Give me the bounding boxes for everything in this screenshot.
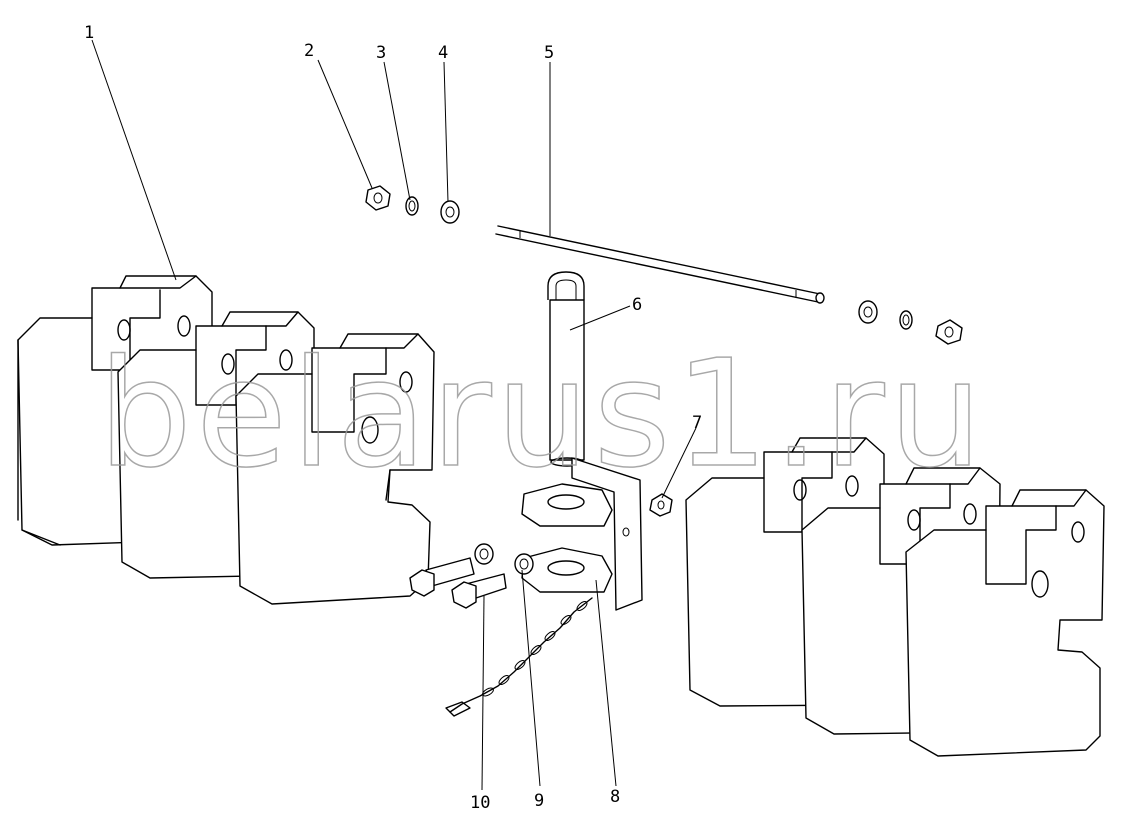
hex-nut-top — [365, 185, 391, 211]
callout-8: 8 — [610, 787, 620, 807]
leader-2 — [317, 59, 373, 189]
callout-7: 7 — [692, 413, 702, 433]
callout-2: 2 — [304, 41, 314, 61]
leader-10 — [481, 595, 485, 791]
hitch-pin — [547, 271, 585, 467]
callout-1: 1 — [84, 23, 94, 43]
drawbar-bracket — [521, 457, 643, 611]
washer-center — [514, 553, 534, 575]
long-rod — [495, 225, 825, 304]
flat-washer-top — [440, 200, 460, 224]
bolt-lower — [451, 573, 507, 609]
left-weight-stack — [17, 275, 435, 605]
callout-4: 4 — [438, 43, 448, 63]
hex-nut-right — [935, 319, 963, 345]
leader-8 — [595, 579, 617, 787]
leader-7 — [661, 427, 697, 499]
callout-labels: 1 2 3 4 5 6 7 8 9 10 — [84, 23, 702, 813]
weight-plate-right-front — [905, 489, 1105, 757]
leader-lines — [91, 39, 697, 791]
weight-plate-left-front — [235, 333, 435, 605]
bolt-upper — [409, 557, 475, 597]
small-hex-nut — [649, 493, 673, 517]
callout-3: 3 — [376, 43, 386, 63]
right-weight-stack — [685, 437, 1105, 757]
leader-4 — [443, 61, 449, 203]
flat-washer-right — [858, 300, 878, 324]
leader-3 — [383, 61, 411, 201]
watermark-text: belarus1.ru — [98, 328, 986, 500]
leader-9 — [521, 569, 541, 787]
spring-washer-top — [405, 196, 419, 216]
safety-chain — [445, 597, 593, 717]
callout-10: 10 — [470, 793, 490, 813]
callout-6: 6 — [632, 295, 642, 315]
leader-6 — [569, 305, 631, 331]
washer-left — [474, 543, 494, 565]
spring-washer-right — [899, 310, 913, 330]
leader-1 — [91, 39, 177, 281]
callout-5: 5 — [544, 43, 554, 63]
callout-9: 9 — [534, 791, 544, 811]
